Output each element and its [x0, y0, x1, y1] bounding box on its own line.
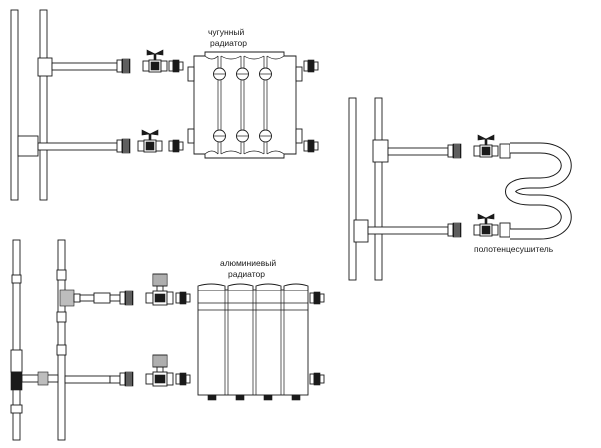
- thermo-valve-bottom: [145, 354, 174, 387]
- riser-left-2: [39, 9, 48, 201]
- aluminum-label-line1: алюминиевый: [220, 258, 276, 268]
- riser-bottom-2: [57, 239, 66, 441]
- thermo-valve-top: [145, 273, 174, 306]
- riser-bottom-1: [12, 239, 21, 441]
- aluminum-tee-upper: [59, 289, 75, 307]
- towel-supply-pipe: [387, 147, 449, 156]
- towel-return-pipe: [367, 226, 449, 235]
- cast-iron-label-line2: радиатор: [210, 38, 247, 48]
- towel-valve-top: [473, 134, 499, 158]
- return-pipe: [37, 142, 119, 151]
- cast-iron-radiator-assembly: чугунный радиатор: [10, 9, 319, 201]
- ball-valve-bottom: [137, 129, 163, 153]
- ball-valve-top: [142, 49, 168, 73]
- riser-left-1: [10, 9, 19, 201]
- towel-valve-bottom: [473, 213, 499, 237]
- cast-iron-label-line1: чугунный: [208, 27, 245, 37]
- riser-right-1: [348, 97, 357, 281]
- aluminum-radiator: [197, 283, 309, 401]
- towel-warmer-label: полотенцесушитель: [474, 244, 554, 254]
- tee-lower: [17, 135, 39, 157]
- towel-warmer-coil: [505, 142, 572, 240]
- riser-right-2: [374, 97, 383, 281]
- towel-tee-upper: [372, 139, 389, 163]
- supply-pipe: [51, 62, 119, 71]
- aluminum-radiator-assembly: алюминиевый радиатор: [10, 239, 325, 441]
- towel-warmer-assembly: полотенцесушитель: [348, 97, 572, 281]
- tee-upper: [37, 57, 53, 77]
- cast-iron-radiator: [187, 51, 303, 159]
- towel-tee-lower: [353, 219, 369, 243]
- aluminum-label-line2: радиатор: [228, 269, 265, 279]
